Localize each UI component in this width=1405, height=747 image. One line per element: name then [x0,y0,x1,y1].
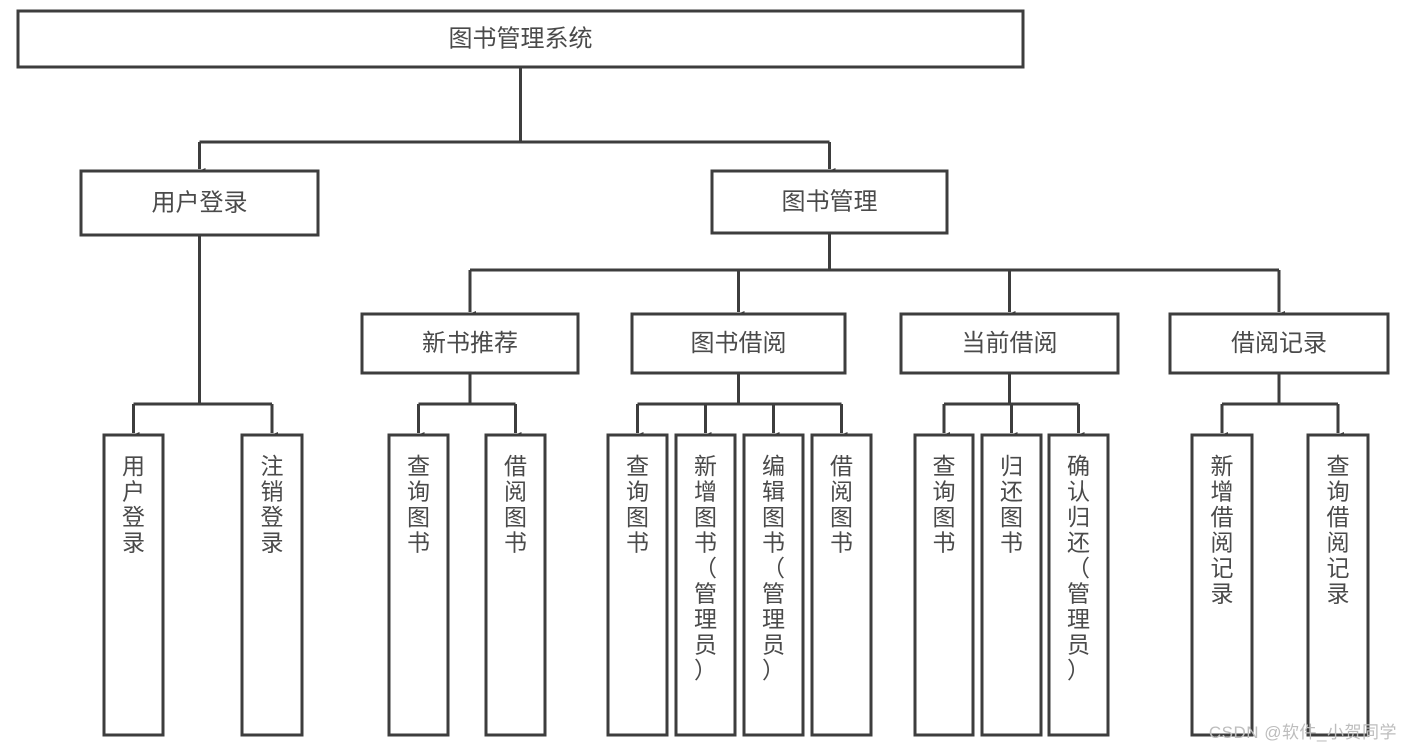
node-leaf-query-book-borrow-label: 查询图书 [626,453,649,556]
node-leaf-query-book-borrow[interactable]: 查询图书 [606,433,669,737]
node-leaf-return-book-label: 归还图书 [1000,453,1023,556]
node-current-borrow-label: 当前借阅 [962,330,1058,357]
connector-group-new-book-recommend [412,373,522,442]
node-leaf-query-book-cur-box [913,433,975,737]
node-borrow-record-box [1168,312,1390,375]
node-leaf-add-book[interactable]: 新增图书（管理员） [674,433,737,737]
node-layer: 图书管理系统用户登录图书管理新书推荐图书借阅当前借阅借阅记录用户登录注销登录查询… [16,9,1390,737]
node-leaf-add-record[interactable]: 新增借阅记录 [1190,433,1254,737]
node-leaf-add-book-label: 新增图书（管理员） [694,453,717,683]
node-user-login[interactable]: 用户登录 [79,169,320,237]
node-leaf-add-record-label: 新增借阅记录 [1211,453,1234,607]
node-leaf-query-book-cur-label: 查询图书 [933,453,956,556]
node-leaf-confirm-return-label: 确认归还（管理员） [1067,453,1090,683]
node-leaf-user-login-box [102,433,165,737]
node-leaf-borrow-book-rec-box [484,433,547,737]
node-current-borrow[interactable]: 当前借阅 [899,312,1120,375]
node-leaf-query-book-rec-box [387,433,450,737]
node-leaf-query-book-cur[interactable]: 查询图书 [913,433,975,737]
node-leaf-add-record-box [1190,433,1254,737]
node-leaf-confirm-return-box [1047,433,1110,737]
node-book-manage[interactable]: 图书管理 [710,169,949,235]
node-new-book-recommend-box [360,312,580,375]
connector-group-root [193,67,836,178]
node-leaf-return-book-box [980,433,1043,737]
node-leaf-edit-book-label: 编辑图书（管理员） [762,453,785,683]
node-new-book-recommend-label: 新书推荐 [422,330,518,357]
node-leaf-borrow-book-rec[interactable]: 借阅图书 [484,433,547,737]
node-leaf-borrow-book[interactable]: 借阅图书 [810,433,873,737]
node-leaf-user-login[interactable]: 用户登录 [102,433,165,737]
node-borrow-record[interactable]: 借阅记录 [1168,312,1390,375]
node-root-title-box [16,9,1025,69]
node-leaf-user-login-label: 用户登录 [122,453,145,556]
node-leaf-logout-box [240,433,304,737]
node-leaf-add-book-box [674,433,737,737]
node-leaf-logout[interactable]: 注销登录 [240,433,304,737]
node-leaf-borrow-book-label: 借阅图书 [830,453,853,556]
connector-group-borrow-record [1216,373,1344,442]
node-leaf-confirm-return[interactable]: 确认归还（管理员） [1047,433,1110,737]
node-leaf-borrow-book-rec-label: 借阅图书 [504,453,527,556]
node-leaf-query-record[interactable]: 查询借阅记录 [1306,433,1370,737]
node-book-borrow[interactable]: 图书借阅 [630,312,847,375]
node-book-manage-box [710,169,949,235]
connector-group-book-manage [464,233,1285,321]
node-leaf-query-record-label: 查询借阅记录 [1327,453,1350,607]
node-new-book-recommend[interactable]: 新书推荐 [360,312,580,375]
node-leaf-query-book-borrow-box [606,433,669,737]
node-book-manage-label: 图书管理 [782,188,878,215]
node-root-title[interactable]: 图书管理系统 [16,9,1025,69]
node-leaf-query-book-rec[interactable]: 查询图书 [387,433,450,737]
node-leaf-query-record-box [1306,433,1370,737]
node-current-borrow-box [899,312,1120,375]
node-leaf-borrow-book-box [810,433,873,737]
node-root-title-label: 图书管理系统 [449,25,593,52]
node-book-borrow-box [630,312,847,375]
connector-group-book-borrow [631,373,848,442]
node-leaf-logout-label: 注销登录 [261,453,284,556]
node-borrow-record-label: 借阅记录 [1231,330,1327,357]
node-user-login-label: 用户登录 [152,189,248,216]
node-leaf-return-book[interactable]: 归还图书 [980,433,1043,737]
node-leaf-query-book-rec-label: 查询图书 [407,453,430,556]
node-book-borrow-label: 图书借阅 [691,330,787,357]
connector-group-current-borrow [938,373,1085,442]
node-leaf-edit-book[interactable]: 编辑图书（管理员） [742,433,805,737]
watermark-text: CSDN @软件_小贺同学 [1208,723,1397,742]
connector-group-user-login [127,235,278,442]
connector-layer [127,67,1344,442]
node-leaf-edit-book-box [742,433,805,737]
node-user-login-box [79,169,320,237]
